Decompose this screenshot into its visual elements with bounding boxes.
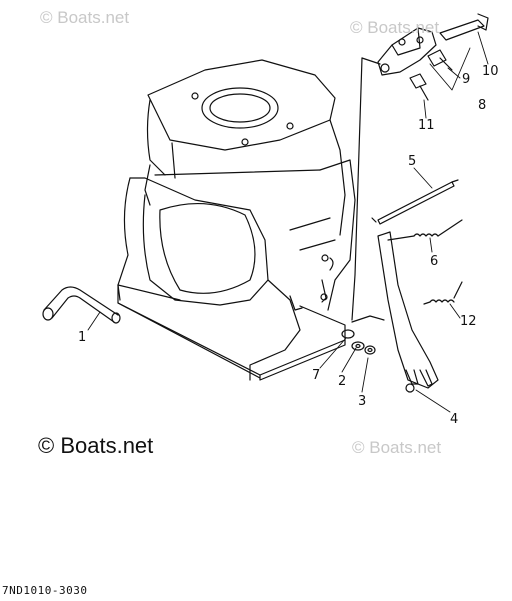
callout-5: 5 <box>408 154 417 169</box>
governor-bracket <box>377 13 489 76</box>
engine-crankcase <box>117 59 356 381</box>
part-5-rod <box>371 179 459 225</box>
callout-2: 2 <box>338 374 347 389</box>
part-1-bent-tube <box>42 286 121 324</box>
watermark-bottom-right: © Boats.net <box>352 438 442 457</box>
diagram-code: 7ND1010-3030 <box>2 584 88 597</box>
watermark-top-right: © Boats.net <box>350 18 440 37</box>
callout-4: 4 <box>450 412 459 427</box>
callout-1: 1 <box>78 330 87 345</box>
part-9-screw <box>427 49 453 71</box>
callout-6: 6 <box>430 254 439 269</box>
callout-9: 9 <box>462 72 471 87</box>
part-6-spring <box>387 219 463 241</box>
link-rod <box>351 315 385 323</box>
callout-7: 7 <box>312 368 321 383</box>
callout-3: 3 <box>358 394 367 409</box>
part-4-governor-lever <box>377 231 439 393</box>
watermark-bottom-left: © Boats.net <box>38 433 154 458</box>
callout-10: 10 <box>482 64 499 79</box>
callout-12: 12 <box>460 314 477 329</box>
callout-leaders <box>87 31 489 413</box>
part-7-washer <box>341 329 355 339</box>
part-3-nut <box>364 345 376 355</box>
bracket-leader-line <box>351 57 363 321</box>
watermark-top-left: © Boats.net <box>40 8 130 27</box>
part-12-spring <box>423 281 463 305</box>
part-2-washer <box>351 341 365 351</box>
callout-8: 8 <box>478 98 487 113</box>
part-11-screw <box>409 73 429 101</box>
callout-11: 11 <box>418 118 435 133</box>
